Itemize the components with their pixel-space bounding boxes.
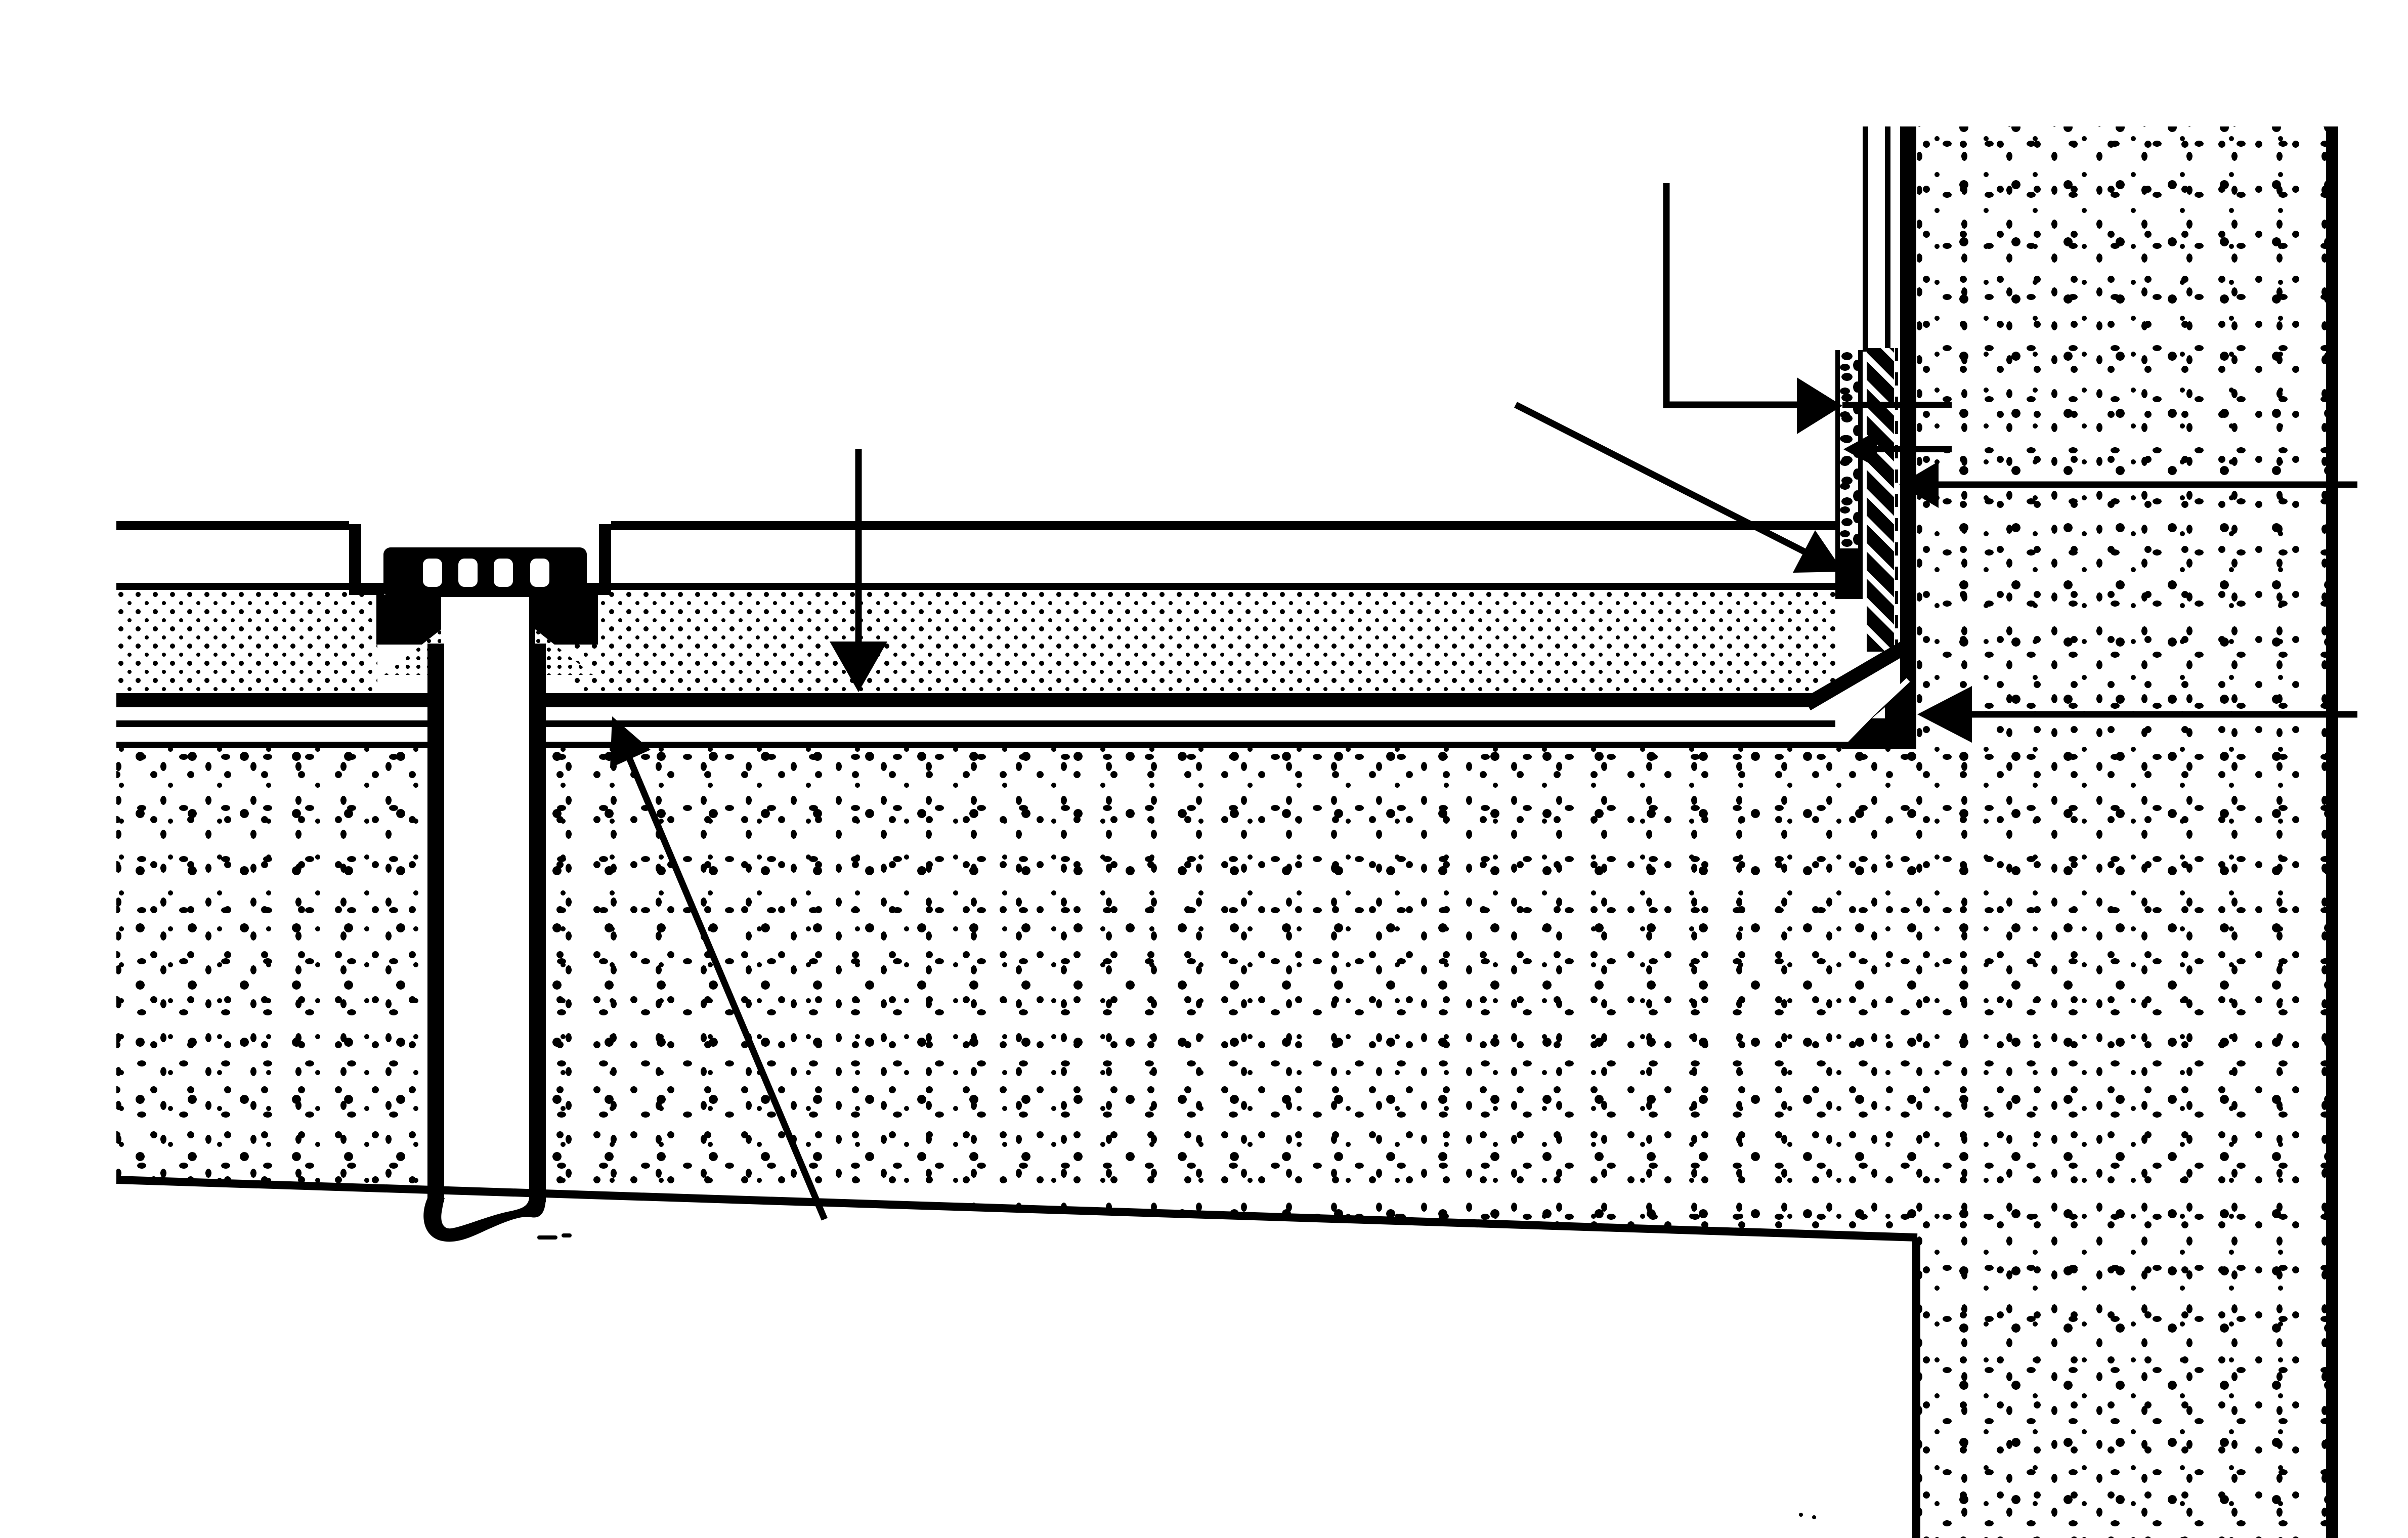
drain-pipe-wall-left [427, 644, 444, 1202]
sealant-strip-foot-block [1835, 548, 1863, 599]
drain-body-left [376, 595, 441, 645]
grate-slot-4 [530, 559, 549, 587]
fillet-void [1872, 707, 1885, 718]
arrowhead-down-membrane [830, 642, 887, 692]
wall-finish-edge-line-2 [1885, 126, 1890, 352]
sealant-strip-right-edge [1858, 350, 1863, 599]
separation-line [116, 720, 1835, 727]
slab-bottom-line [116, 1176, 1918, 1242]
arrowhead-diagonal-wall [1793, 530, 1843, 573]
arrowhead-left-upper [1899, 461, 1939, 508]
leader-diagonal-wall [1514, 402, 1810, 557]
leader-top-left [1663, 183, 1799, 408]
grate-slot-3 [494, 559, 513, 587]
arrowhead-up-left-drain [610, 716, 651, 768]
floor-finish-top-line-right [611, 521, 1837, 530]
screed-layer-left [116, 590, 377, 693]
stray-dot-2 [1812, 1515, 1816, 1519]
slab-top-line [116, 742, 1902, 748]
sealant-strip-left-edge [1835, 350, 1840, 599]
pipe-bell-break [423, 1198, 546, 1242]
break-dash-2 [562, 1233, 572, 1237]
waterproof-membrane [116, 693, 1812, 707]
arrowhead-left-lower [1917, 686, 1972, 743]
drain-step-left-ledge [349, 583, 384, 595]
membrane-diagonal [1803, 641, 1908, 711]
floor-finish-top-line-left [116, 521, 349, 530]
wall-finish-edge-line-1 [1863, 126, 1868, 352]
wall-left-edge-below-slab [1912, 1237, 1920, 1538]
screed-top-line-left [116, 583, 376, 590]
wall-membrane-upstand [1900, 126, 1916, 749]
screed-layer-right [573, 590, 1837, 693]
arrowhead-right-into-strips [1797, 377, 1842, 434]
air-gap-dashed-line [1895, 348, 1898, 660]
floor-drain-grate [383, 547, 587, 597]
protection-board-hatched [1867, 348, 1894, 652]
screed-top-line-right [582, 583, 1837, 590]
drain-pipe-interior [444, 644, 529, 1221]
drain-pipe-wall-right [529, 644, 546, 1202]
arrowhead-left-stub [1843, 431, 1877, 467]
leader-diagonal-drain [617, 735, 828, 1221]
stray-dot-1 [1799, 1513, 1803, 1517]
wall-outer-edge-line [2326, 126, 2338, 1538]
grate-slot-1 [423, 559, 442, 587]
grate-slot-2 [458, 559, 478, 587]
break-dash-1 [537, 1235, 557, 1240]
fillet-separation-slit [1845, 678, 1910, 739]
